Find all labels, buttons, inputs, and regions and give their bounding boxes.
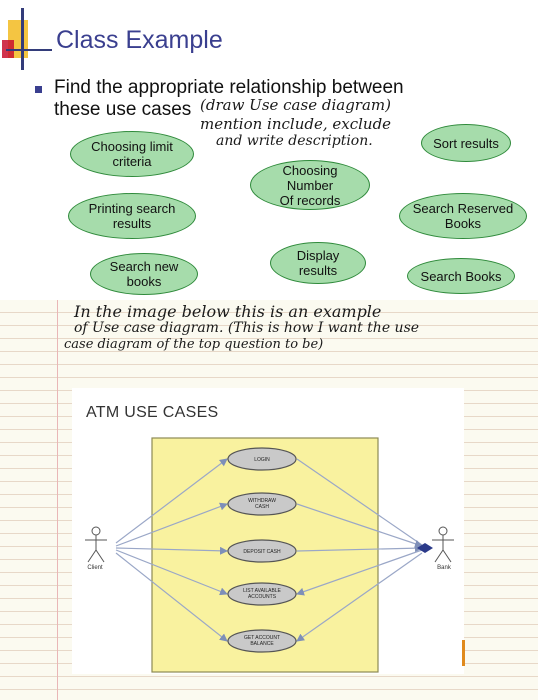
- paper-margin-line: [57, 300, 58, 700]
- use-case-login: LOGIN: [227, 447, 297, 471]
- use-case-search-books: Search Books: [407, 258, 515, 294]
- decor-horizontal-line: [6, 49, 52, 51]
- oval-line: Printing search: [88, 201, 176, 216]
- atm-label: DEPOSIT CASH: [243, 549, 281, 555]
- oval-line: Search Reserved: [412, 201, 514, 216]
- oval-line: Search new: [109, 259, 179, 274]
- atm-label: GET ACCOUNT: [244, 635, 280, 641]
- use-case-get-balance: GET ACCOUNT BALANCE: [227, 629, 297, 653]
- oval-line: Of records: [279, 192, 341, 208]
- slide: Class Example Find the appropriate relat…: [0, 0, 538, 300]
- atm-figure: ATM USE CASES: [72, 388, 464, 674]
- oval-line: results: [298, 263, 338, 278]
- bank-diamond-icon: [417, 543, 433, 553]
- question-text: Find the appropriate relationship betwee…: [54, 77, 524, 121]
- client-actor-icon: [85, 526, 107, 563]
- bank-label: Bank: [437, 565, 452, 571]
- atm-label: LIST AVAILABLE: [243, 588, 281, 594]
- question-line-2: these use cases: [54, 99, 192, 120]
- bullet-icon: [35, 86, 42, 93]
- orange-accent-bar: [462, 640, 465, 666]
- atm-title: ATM USE CASES: [86, 404, 219, 421]
- handwriting-line-1: (draw Use case diagram): [200, 96, 391, 114]
- note-line-2: of Use case diagram. (This is how I want…: [74, 320, 420, 336]
- atm-label: WITHDRAW: [248, 498, 276, 504]
- notebook-paper: In the image below this is an example of…: [0, 300, 538, 700]
- oval-line: Choosing limit: [91, 139, 173, 154]
- oval-line: books: [126, 274, 162, 289]
- use-case-withdraw: WITHDRAW CASH: [227, 492, 297, 516]
- oval-line: Books: [444, 216, 482, 231]
- atm-label: ACCOUNTS: [248, 594, 277, 600]
- client-associations: [115, 458, 228, 642]
- use-case-deposit: DEPOSIT CASH: [227, 539, 297, 563]
- decor-vertical-line: [21, 8, 24, 70]
- question-line-1: Find the appropriate relationship betwee…: [54, 77, 404, 98]
- handwriting-line-3: and write description.: [216, 133, 373, 149]
- oval-line: Choosing: [282, 162, 338, 178]
- atm-label: BALANCE: [250, 641, 274, 647]
- atm-label: CASH: [255, 504, 269, 510]
- atm-diagram: LOGIN WITHDRAW CASH DEPOSIT CASH LIST AV…: [85, 437, 454, 673]
- oval-line: Search Books: [420, 268, 502, 284]
- atm-label: LOGIN: [254, 457, 270, 463]
- oval-line: results: [112, 216, 152, 231]
- use-case-list-accounts: LIST AVAILABLE ACCOUNTS: [227, 582, 297, 606]
- client-label: Client: [87, 565, 103, 571]
- oval-line: Display: [296, 248, 340, 263]
- oval-line: criteria: [112, 154, 152, 169]
- use-case-sort-results: Sort results: [421, 124, 511, 162]
- bank-associations: [296, 458, 423, 642]
- note-line-3: case diagram of the top question to be): [64, 337, 324, 352]
- handwriting-line-2: mention include, exclude: [200, 115, 392, 133]
- oval-line: Number: [286, 177, 334, 193]
- bank-actor-icon: [432, 526, 454, 563]
- note-line-1: In the image below this is an example: [74, 302, 382, 321]
- oval-line: Sort results: [433, 135, 499, 151]
- slide-title: Class Example: [56, 26, 223, 54]
